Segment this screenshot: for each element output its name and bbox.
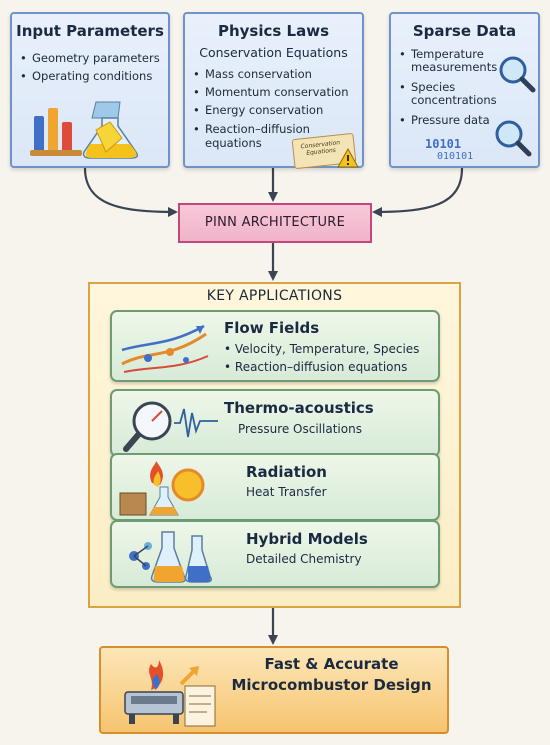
sparse-data-box: Sparse Data Temperature measurements Spe… <box>389 12 540 168</box>
arrow-inputs-to-pinn <box>83 167 178 217</box>
hybrid-models-line-1: Detailed Chemistry <box>246 552 362 566</box>
flow-fields-title: Flow Fields <box>224 319 320 337</box>
physics-laws-title: Physics Laws <box>217 22 330 40</box>
flow-arrows-icon <box>121 324 209 373</box>
physics-laws-subtitle: Conservation Equations <box>199 45 348 60</box>
thermo-acoustics-line-1: Pressure Oscillations <box>238 422 362 436</box>
input-parameters-box: Input Parameters Geometry parameters Ope… <box>10 12 170 168</box>
pinn-label: PINN ARCHITECTURE <box>204 215 346 230</box>
result-line-1: Fast & Accurate <box>264 655 399 673</box>
binary-line-1: 10101 <box>425 137 462 151</box>
pressure-gauge-icon <box>123 401 218 452</box>
pinn-architecture-box: PINN ARCHITECTURE <box>178 203 372 243</box>
application-radiation: Radiation Heat Transfer <box>110 453 440 521</box>
sparse-item-temperature: Temperature measurements <box>399 48 499 74</box>
radiation-title: Radiation <box>246 463 327 481</box>
law-item-energy: Energy conservation <box>193 101 362 119</box>
hybrid-models-title: Hybrid Models <box>246 530 368 548</box>
flow-fields-line-1: • Velocity, Temperature, Species <box>224 342 420 356</box>
binary-line-2: 010101 <box>437 151 474 162</box>
law-item-mass: Mass conservation <box>193 65 362 83</box>
key-applications-title: KEY APPLICATIONS <box>206 288 343 304</box>
arrow-sparse-to-pinn <box>372 167 464 217</box>
input-item-operating: Operating conditions <box>20 67 168 85</box>
result-text: Fast & Accurate Microcombustor Design <box>219 654 444 696</box>
chemistry-flasks-icon <box>129 531 213 583</box>
flow-fields-line-2: • Reaction–diffusion equations <box>224 360 408 374</box>
sparse-item-species: Species concentrations <box>399 81 499 107</box>
microcombustor-device-icon <box>124 660 216 727</box>
application-thermo-acoustics: Thermo-acoustics Pressure Oscillations <box>110 389 440 457</box>
magnifier-icon <box>499 56 536 93</box>
law-item-momentum: Momentum conservation <box>193 83 362 101</box>
input-item-geometry: Geometry parameters <box>20 49 168 67</box>
physics-laws-box: Physics Laws Conservation Equations Mass… <box>183 12 364 170</box>
lab-flask-icon <box>30 101 139 159</box>
law-item-reaction: Reaction–diffusion equations <box>193 122 323 150</box>
sparse-data-title: Sparse Data <box>412 22 517 40</box>
sparse-item-pressure: Pressure data <box>399 114 499 128</box>
sun-flame-icon <box>119 461 205 516</box>
thermo-acoustics-title: Thermo-acoustics <box>224 399 374 417</box>
result-box: Fast & Accurate Microcombustor Design <box>99 646 449 734</box>
radiation-line-1: Heat Transfer <box>246 485 327 499</box>
application-flow-fields: Flow Fields • Velocity, Temperature, Spe… <box>110 310 440 382</box>
key-applications-panel: KEY APPLICATIONS Flow Fields • Velocity,… <box>88 282 461 608</box>
warning-icon <box>337 148 359 168</box>
magnifier-icon <box>495 120 532 157</box>
application-hybrid-models: Hybrid Models Detailed Chemistry <box>110 520 440 588</box>
input-parameters-title: Input Parameters <box>16 22 164 40</box>
result-line-2: Microcombustor Design <box>231 676 432 694</box>
